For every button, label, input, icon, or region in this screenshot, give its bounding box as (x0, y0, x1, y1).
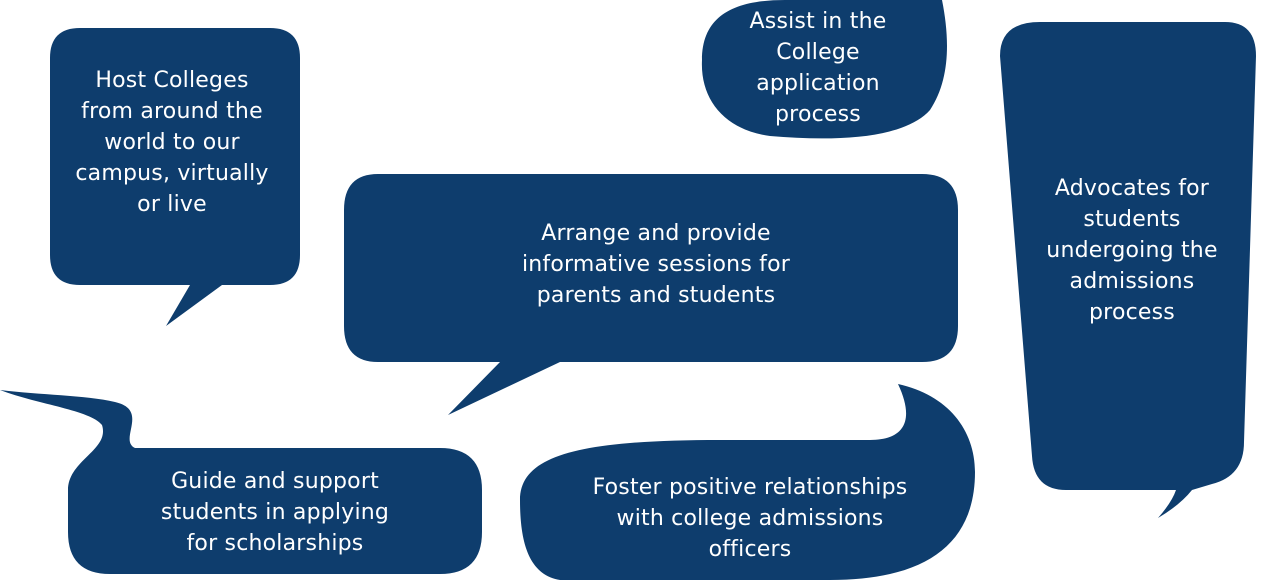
bubble-text-block: Host Colleges from around the world to our… (75, 65, 268, 220)
bubble-text-line: students (1083, 206, 1181, 232)
bubble-text-line: with college admissions (616, 505, 884, 531)
bubble-text-line: process (1089, 299, 1175, 325)
bubble-text-line: parents and students (536, 282, 776, 308)
bubble-text-line: College (776, 40, 860, 65)
speech-bubble-assist (701, 0, 947, 139)
bubble-text-line: campus, virtually (75, 160, 269, 186)
bubble-text-guide: Guide and support students in applying for… (110, 462, 440, 562)
bubble-text-advocate: Advocates for students undergoing the admis… (1022, 170, 1242, 330)
bubble-text-line: from around the (81, 98, 263, 124)
bubble-text-line: Host Colleges (95, 67, 249, 93)
bubble-text-line: Assist in the (749, 9, 887, 34)
speech-bubble-advocate (1000, 22, 1256, 518)
bubble-text-line: process (775, 102, 861, 127)
bubble-text-block: Arrange and provide informative sessions … (522, 218, 790, 311)
bubble-text-line: for scholarships (186, 530, 364, 556)
bubble-text-line: undergoing the (1046, 237, 1218, 263)
speech-bubble-host (50, 28, 300, 326)
speech-bubble-foster (520, 384, 975, 580)
bubble-text-block: Foster positive relationships with colleg… (593, 472, 908, 565)
bubble-text-arrange: Arrange and provide informative sessions … (400, 214, 912, 314)
bubble-text-line: officers (708, 536, 792, 562)
speech-bubble-arrange (344, 174, 958, 415)
bubble-text-foster: Foster positive relationships with colleg… (540, 468, 960, 568)
speech-bubble-guide (0, 390, 482, 574)
bubble-text-line: informative sessions for (521, 251, 791, 277)
bubble-text-line: or live (137, 191, 207, 217)
bubble-text-block: Advocates for students undergoing the admis… (1046, 173, 1217, 328)
bubble-text-line: admissions (1069, 268, 1195, 294)
bubble-text-line: application (756, 71, 880, 96)
bubble-text-line: students in applying (160, 499, 390, 525)
bubble-text-line: world to our (104, 129, 240, 155)
bubble-text-line: Guide and support (171, 468, 379, 494)
bubble-text-line: Advocates for (1054, 175, 1210, 201)
bubble-text-block: Guide and support students in applying for… (161, 466, 389, 559)
bubble-text-host: Host Colleges from around the world to our… (56, 62, 288, 222)
bubble-text-line: Arrange and provide (541, 220, 771, 246)
bubble-text-line: Foster positive relationships (592, 474, 908, 500)
